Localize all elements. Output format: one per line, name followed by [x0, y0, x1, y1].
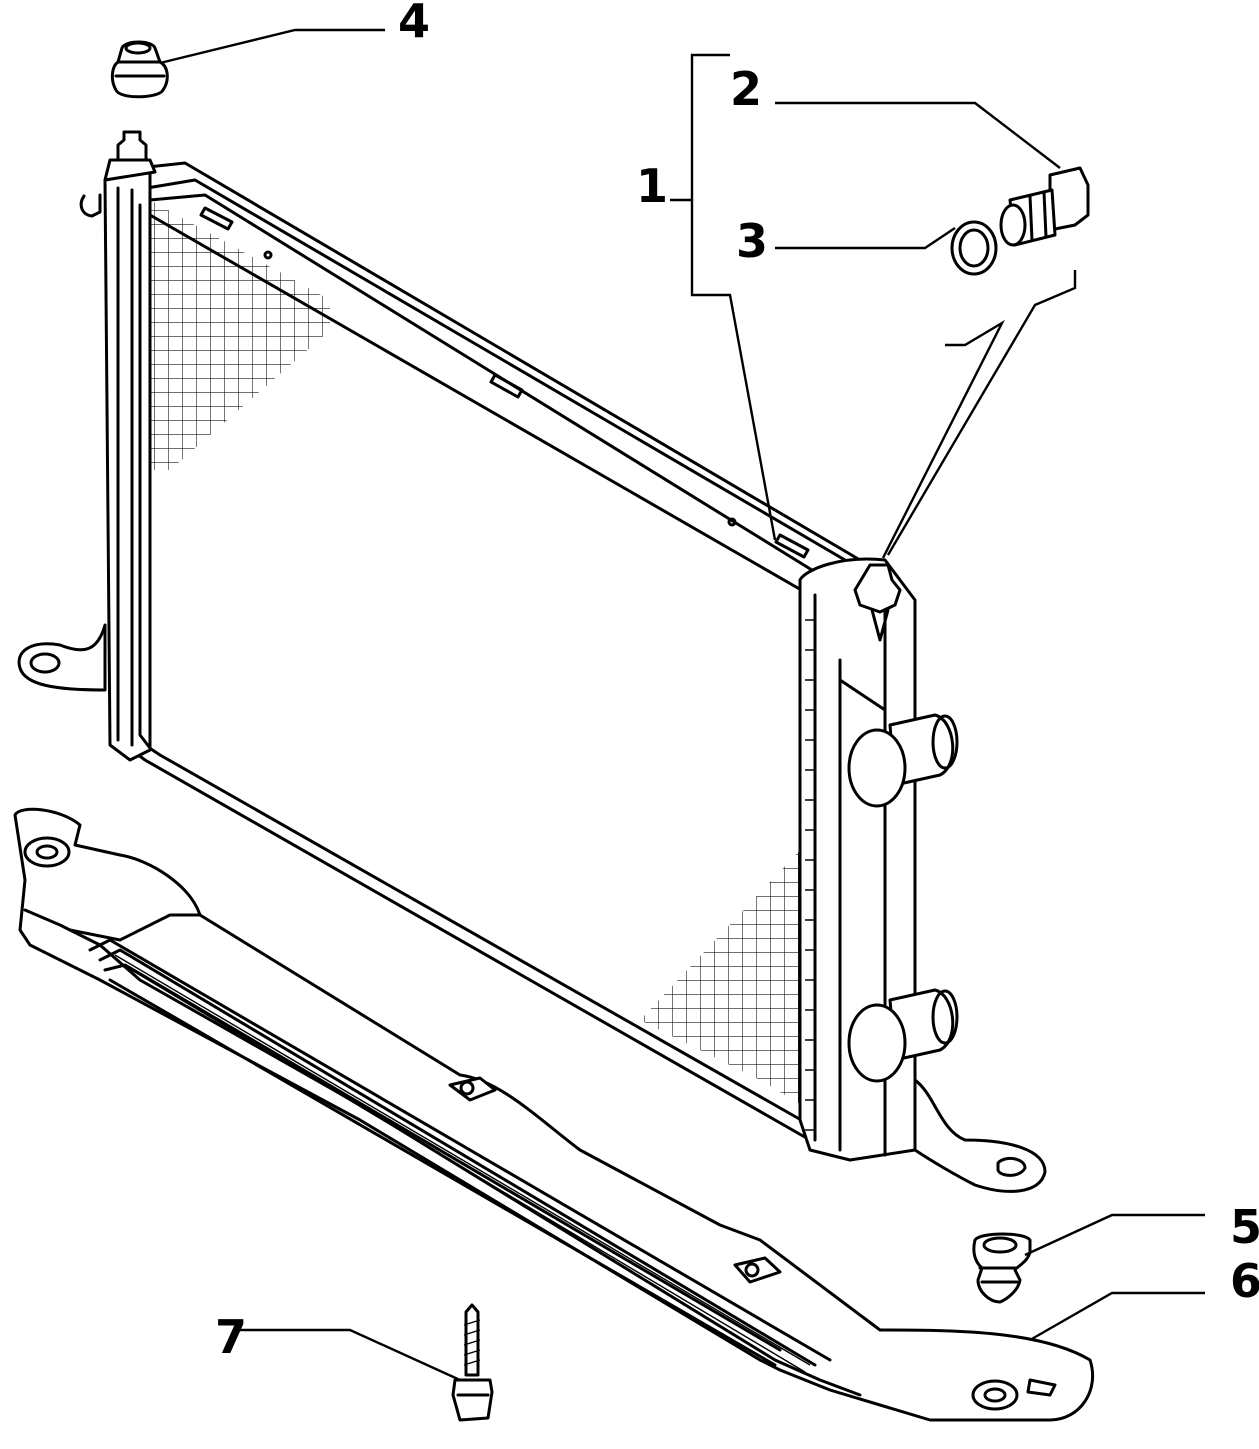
callout-labels: 4 2 1 3 5 6 7: [215, 0, 1259, 1364]
screw-icon: [451, 1303, 494, 1422]
drain-plug-icon: [999, 166, 1090, 247]
radiator-icon: [17, 130, 1047, 1193]
o-ring-icon: [950, 220, 998, 276]
callout-2: 2: [730, 62, 762, 116]
callout-5: 5: [1230, 1200, 1259, 1254]
callout-3: 3: [736, 214, 768, 268]
callout-1: 1: [636, 159, 668, 213]
leader-lines: [159, 28, 1205, 1382]
crossmember-icon: [13, 807, 1095, 1422]
callout-4: 4: [398, 0, 430, 48]
rubber-mount-icon: [110, 40, 169, 99]
callout-6: 6: [1230, 1254, 1259, 1308]
rubber-mount-icon: [972, 1232, 1032, 1304]
callout-7: 7: [215, 1310, 247, 1364]
